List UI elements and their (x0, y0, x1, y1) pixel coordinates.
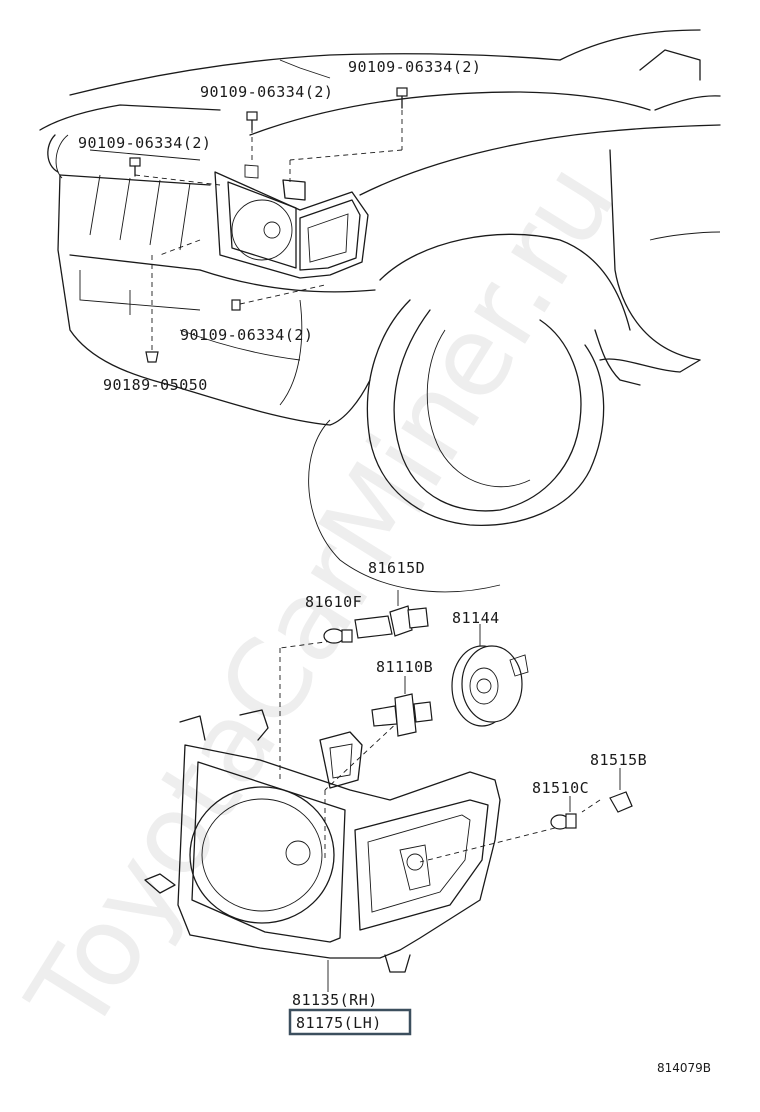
headlamp-assembly-exploded (144, 639, 601, 992)
mounted-headlamp (214, 164, 369, 279)
label-bolt-left: 90109-06334(2) (78, 134, 211, 152)
label-bolt-top-mid: 90109-06334(2) (200, 83, 333, 101)
bulb-81615d (354, 590, 429, 639)
label-bulb-81510c: 81510C (532, 779, 589, 797)
vehicle-front-illustration (39, 29, 721, 593)
label-headlamp-lh[interactable]: 81175(LH) (296, 1014, 382, 1032)
label-clip-lower: 90189-05050 (103, 376, 208, 394)
socket-81515b (609, 768, 633, 813)
label-socket-81515b: 81515B (590, 751, 647, 769)
label-bolt-top-right: 90109-06334(2) (348, 58, 481, 76)
diagram-reference-number: 814079B (657, 1061, 711, 1075)
fastener-bolt-top-right (289, 87, 408, 182)
bulb-81610f (323, 628, 353, 644)
headlamp-lh-highlight-box (288, 1008, 412, 1036)
label-headlamp-rh: 81135(RH) (292, 991, 378, 1009)
bulb-81110b (371, 676, 433, 737)
cover-81144 (451, 624, 529, 727)
label-bulb-81615d: 81615D (368, 559, 425, 577)
label-cover-81144: 81144 (452, 609, 500, 627)
fastener-clip-lower (145, 255, 159, 363)
label-bolt-lower: 90109-06334(2) (180, 326, 313, 344)
label-bulb-81610f: 81610F (305, 593, 362, 611)
fastener-bolt-left (129, 157, 221, 256)
fastener-bolt-lower (231, 284, 326, 311)
label-bulb-81110b: 81110B (376, 658, 433, 676)
fastener-bolt-top-mid (246, 111, 258, 164)
bulb-81510c (550, 796, 577, 830)
